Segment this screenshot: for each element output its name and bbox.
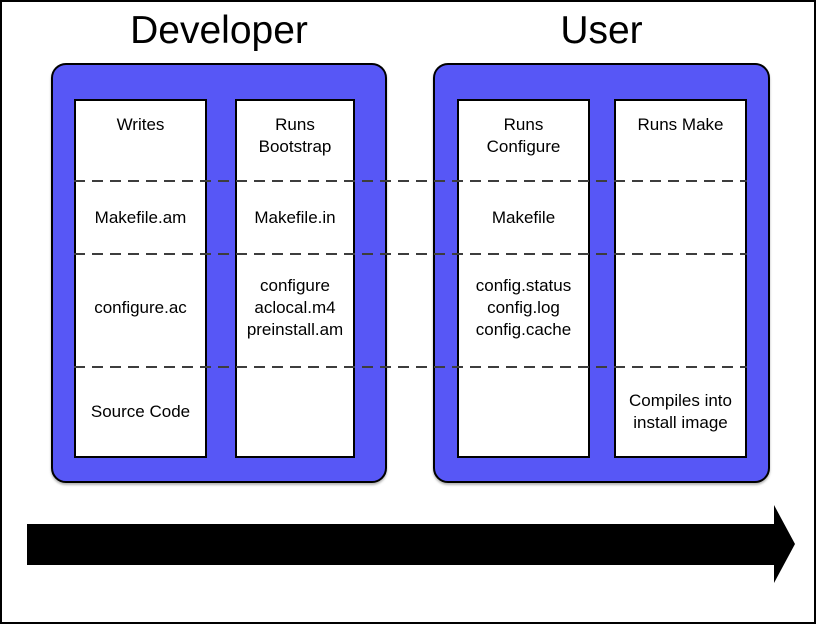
flow-arrow [27, 505, 795, 583]
cell-config-files: config.status config.log config.cache [475, 275, 572, 339]
cell-runs-configure: Runs Configure [486, 115, 561, 156]
developer-group-title: Developer [130, 9, 308, 52]
cell-runs-bootstrap: Runs Bootstrap [258, 115, 332, 156]
cell-runs-make: Runs Make [637, 115, 724, 134]
cell-empty [237, 367, 353, 456]
cell-empty [616, 181, 745, 254]
cell-configure-ac: configure.ac [94, 297, 187, 317]
cell-empty [616, 254, 745, 367]
developer-writes-column: Writes Makefile.am configure.ac Source C… [74, 99, 207, 458]
user-group-title: User [560, 9, 643, 52]
user-configure-column: Runs Configure Makefile config.status co… [457, 99, 590, 458]
cell-compiles-into: Compiles into install image [629, 390, 732, 432]
cell-writes: Writes [116, 115, 165, 134]
cell-configure-files: configure aclocal.m4 preinstall.am [246, 275, 344, 339]
cell-empty [459, 367, 588, 456]
cell-makefile-am: Makefile.am [94, 207, 187, 227]
user-make-column: Runs Make Compiles into install image [614, 99, 747, 458]
developer-bootstrap-column: Runs Bootstrap Makefile.in configure acl… [235, 99, 355, 458]
cell-makefile-in: Makefile.in [254, 207, 336, 227]
cell-source-code: Source Code [90, 401, 191, 421]
cell-makefile: Makefile [491, 207, 556, 227]
